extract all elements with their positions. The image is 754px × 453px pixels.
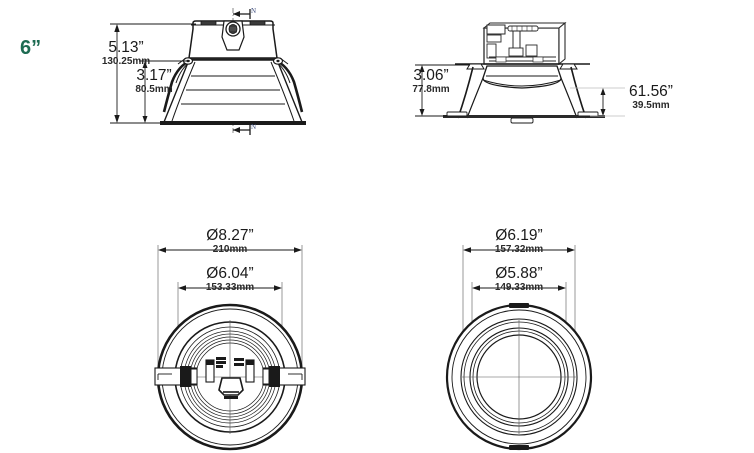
mounting-bracket-left	[154, 366, 198, 387]
view-bottom-left-plan	[154, 245, 306, 451]
reflector-outer-ring	[460, 318, 578, 436]
center-electronics-detail	[205, 357, 255, 399]
ceiling-trim-bar	[443, 111, 605, 124]
section-mark-bottom-icon	[233, 125, 251, 135]
dimension-value-mm: 153.33mm	[205, 281, 255, 293]
reflector-cone-outline	[162, 59, 304, 123]
dimension-line-aperture-depth	[570, 87, 625, 117]
dimension-label-inner-diameter: Ø6.04” 153.33mm	[184, 266, 276, 293]
dimension-line-reflector-diameter	[472, 285, 566, 291]
mounting-plate-outline	[455, 63, 590, 70]
dimension-value-inches: Ø8.27”	[206, 227, 254, 244]
dimension-value-inches: Ø5.88”	[495, 265, 543, 282]
dimension-label-trim-diameter: Ø6.19” 157.32mm	[473, 228, 565, 255]
trim-inner-circle	[451, 309, 587, 445]
dimension-label-housing-height: 3.06” 77.8mm	[385, 68, 477, 95]
dimension-value-inches: Ø6.04”	[206, 265, 254, 282]
driver-assembly-detail	[482, 21, 567, 66]
dimension-value-inches: Ø6.19”	[495, 227, 543, 244]
bottom-trim-bar	[160, 121, 306, 125]
dimension-line-trim-diameter	[463, 247, 575, 253]
view-top-left-section-elevation	[110, 8, 306, 135]
dimension-value-inches: 3.17”	[136, 67, 172, 84]
dimension-line-inner-diameter	[178, 285, 282, 291]
dimension-label-outer-diameter: Ø8.27” 210mm	[184, 228, 276, 255]
dimension-value-inches: 61.56”	[629, 83, 673, 100]
dimension-label-overall-height: 5.13” 130.25mm	[80, 40, 172, 67]
dimension-value-mm: 39.5mm	[632, 99, 670, 111]
reflector-body-outline	[482, 65, 562, 89]
dimension-value-inches: 5.13”	[108, 39, 144, 56]
dimension-value-mm: 210mm	[212, 243, 248, 255]
trim-tab-top	[509, 303, 529, 308]
dimension-value-mm: 149.33mm	[494, 281, 544, 293]
section-mark-top-icon	[233, 9, 251, 19]
mounting-bracket-right	[262, 366, 306, 387]
housing-body-outline	[188, 20, 278, 59]
torsion-spring-right-icon	[272, 57, 304, 113]
fixture-size-label: 6”	[20, 37, 42, 59]
view-top-right-elevation	[415, 21, 625, 124]
dimension-value-mm: 77.8mm	[412, 83, 450, 95]
dimension-line-outer-diameter	[158, 247, 302, 253]
dimension-label-cone-depth: 3.17” 80.5mm	[108, 68, 200, 95]
dimension-line-cone-depth	[139, 60, 190, 124]
dimension-label-aperture-depth: 61.56” 39.5mm	[605, 84, 697, 111]
trim-tab-bottom	[509, 445, 529, 450]
view-bottom-right-plan	[445, 245, 593, 451]
section-letter-top: N	[251, 7, 257, 15]
dimension-line-housing-height	[415, 64, 470, 117]
section-letter-bottom: N	[251, 123, 257, 131]
dimension-value-mm: 157.32mm	[494, 243, 544, 255]
dimension-label-reflector-diameter: Ø5.88” 149.33mm	[473, 266, 565, 293]
dimension-value-inches: 3.06”	[413, 67, 449, 84]
dimension-value-mm: 130.25mm	[101, 55, 151, 67]
dimension-value-mm: 80.5mm	[135, 83, 173, 95]
